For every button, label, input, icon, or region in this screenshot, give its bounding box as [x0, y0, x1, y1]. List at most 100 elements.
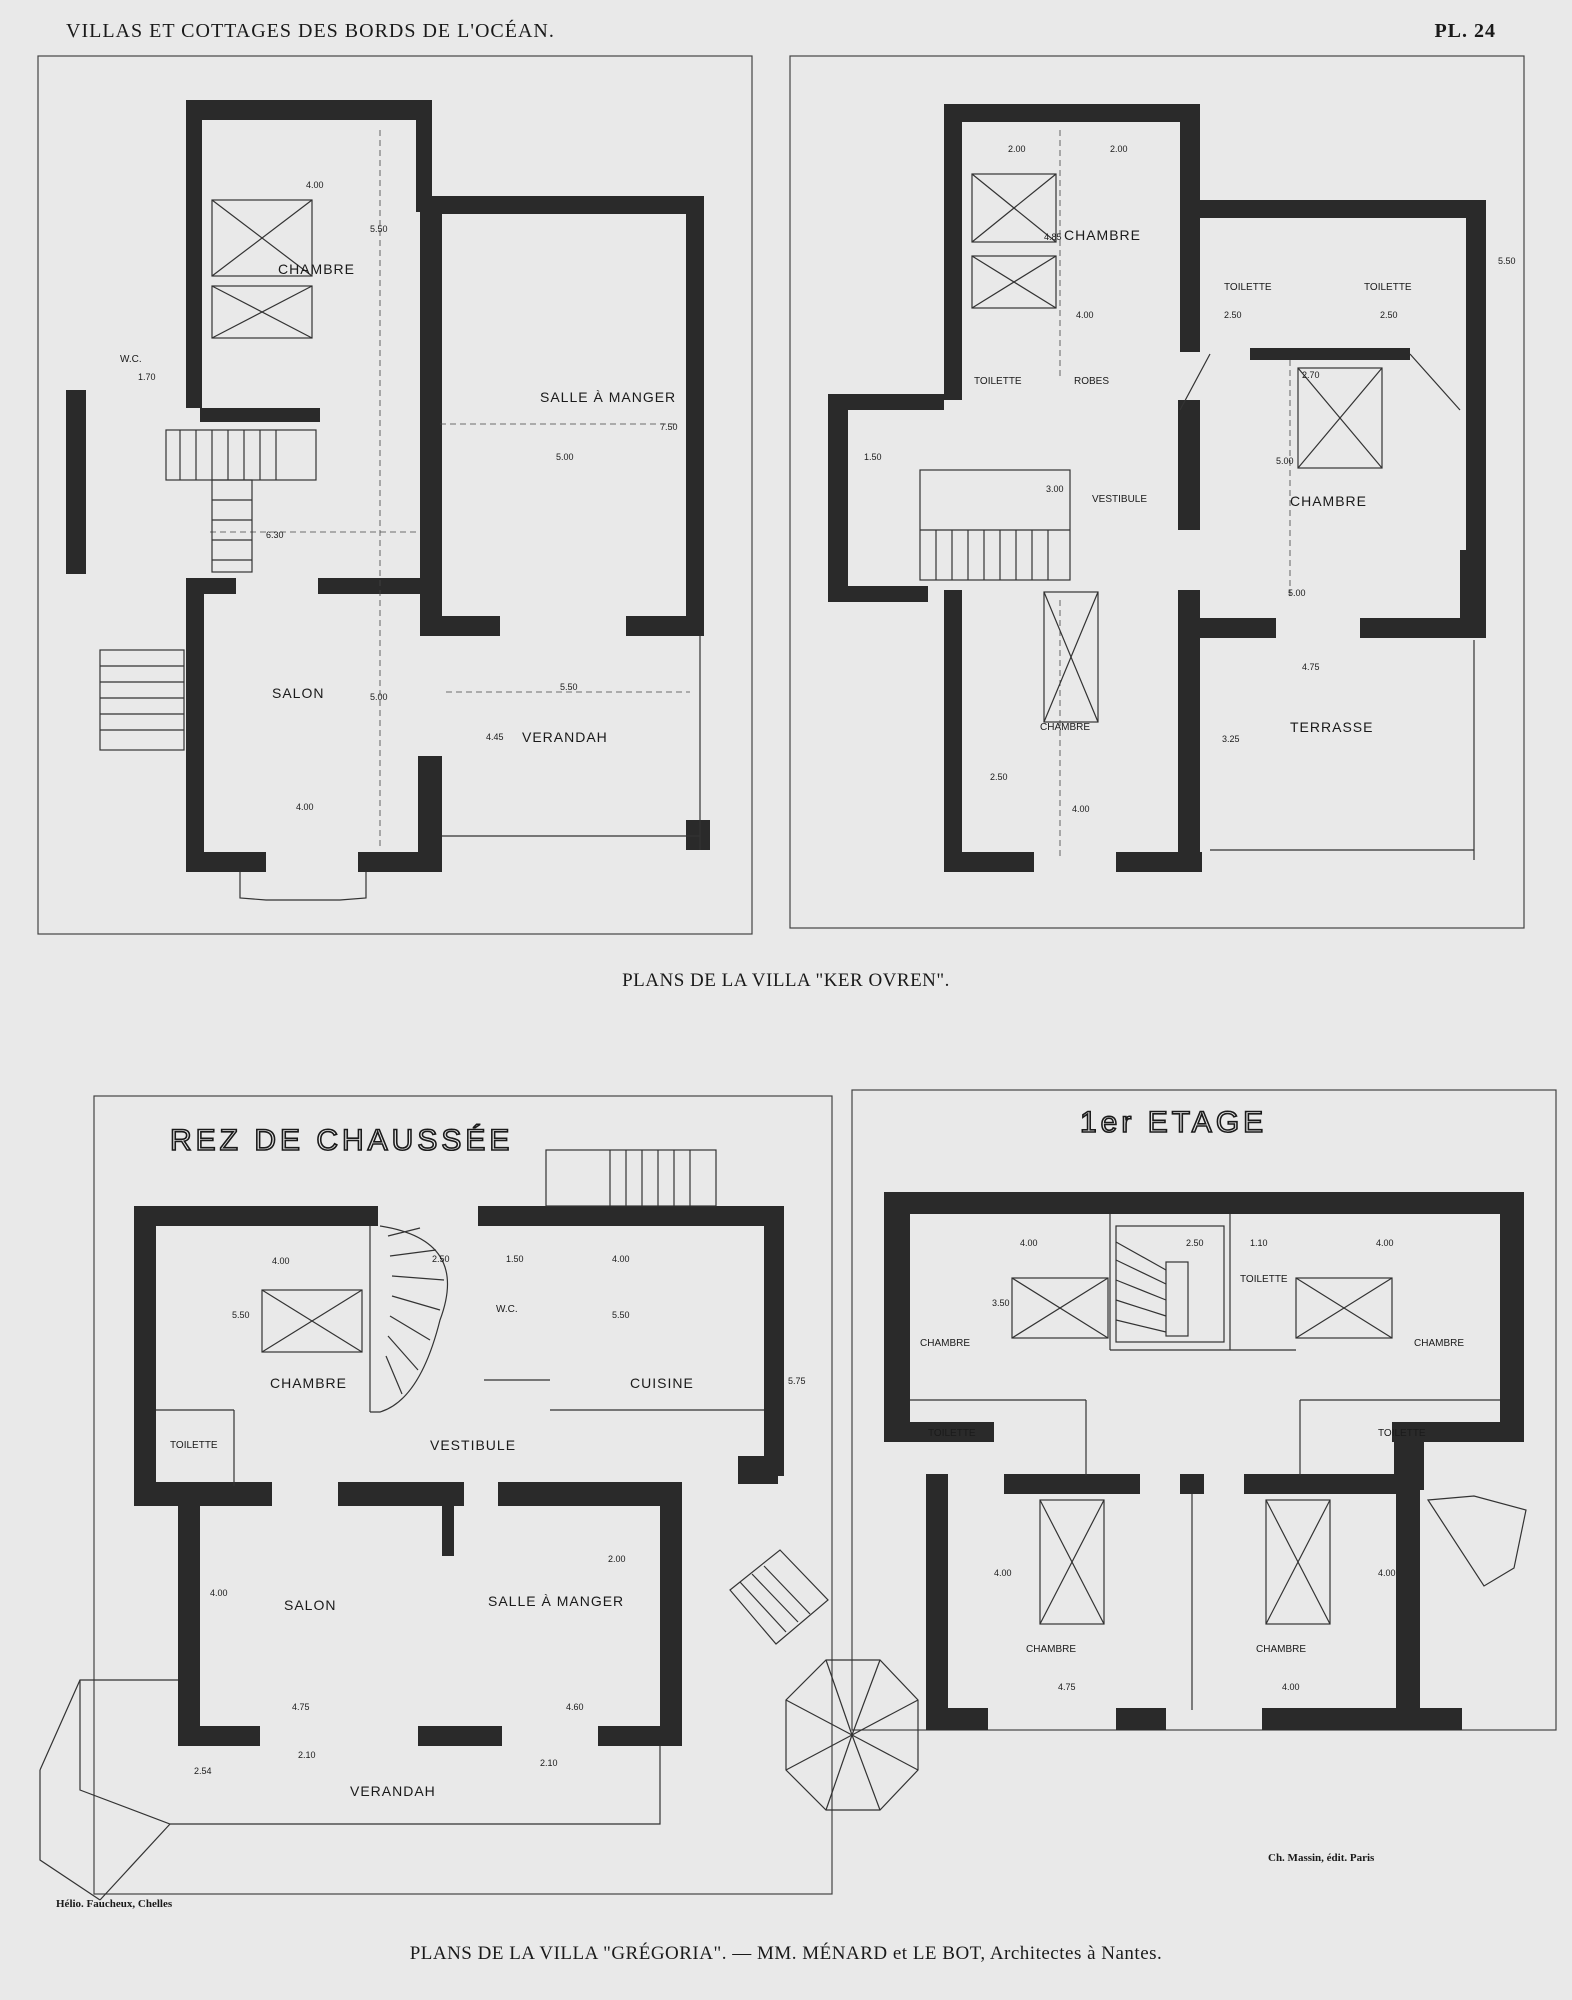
chamfer — [1179, 353, 1211, 411]
dimension: 3.50 — [992, 1298, 1010, 1308]
dimension: 5.50 — [560, 682, 578, 692]
wall — [1180, 104, 1200, 352]
wall — [1196, 618, 1276, 638]
gregoria-caption: PLANS DE LA VILLA "GRÉGORIA". — MM. MÉNA… — [409, 1943, 1163, 1964]
wall — [944, 104, 1198, 122]
ker-ovren-caption: PLANS DE LA VILLA "KER OVREN". — [622, 970, 950, 991]
dimension: 2.50 — [432, 1254, 450, 1264]
dimension: 2.50 — [1186, 1238, 1204, 1248]
room-label: W.C. — [496, 1304, 518, 1315]
dimension: 4.00 — [1072, 804, 1090, 814]
dimension: 4.00 — [1020, 1238, 1038, 1248]
wall — [1200, 200, 1486, 218]
plan-title: 1er ETAGE — [1080, 1106, 1267, 1139]
dimension: 2.00 — [608, 1554, 626, 1564]
bed-marker — [211, 199, 313, 339]
dimension: 5.00 — [1276, 456, 1294, 466]
dimension: 2.10 — [298, 1750, 316, 1760]
plate-series-title: VILLAS ET COTTAGES DES BORDS DE L'OCÉAN. — [66, 20, 555, 42]
dimension: 4.45 — [486, 732, 504, 742]
room-label: VERANDAH — [522, 729, 608, 745]
verandah-outline — [99, 1823, 171, 1901]
dimension: 5.50 — [612, 1310, 630, 1320]
room-label: SALLE À MANGER — [488, 1593, 624, 1609]
room-label: CUISINE — [630, 1375, 694, 1391]
staircase — [370, 1149, 829, 1645]
room-label: CHAMBRE — [1040, 722, 1090, 733]
room-label: CHAMBRE — [1414, 1338, 1464, 1349]
wall — [764, 1206, 784, 1476]
dimension: 2.50 — [990, 772, 1008, 782]
wall — [626, 616, 704, 636]
wall — [660, 1494, 682, 1746]
wall — [186, 852, 266, 872]
wall — [418, 756, 442, 872]
plan-frame — [37, 55, 753, 935]
wall — [478, 1206, 782, 1226]
wall — [944, 852, 1034, 872]
plan-frame — [93, 1095, 833, 1895]
wall — [1394, 1430, 1424, 1490]
wall — [134, 1482, 272, 1506]
room-label: CHAMBRE — [920, 1338, 970, 1349]
room-label: CHAMBRE — [1064, 227, 1141, 243]
dimension: 3.00 — [1046, 484, 1064, 494]
wall — [884, 1422, 994, 1442]
dimension: 4.00 — [272, 1256, 290, 1266]
wall — [1396, 1474, 1420, 1730]
wall — [884, 1192, 1524, 1214]
dimension: 5.00 — [556, 452, 574, 462]
dimension: 1.50 — [864, 452, 882, 462]
rotunda — [785, 1659, 919, 1811]
wall — [828, 394, 944, 410]
wall — [1360, 618, 1486, 638]
dimension: 4.85 — [1044, 232, 1062, 242]
dimension: 4.75 — [1302, 662, 1320, 672]
dimension: 3.25 — [1222, 734, 1240, 744]
wall — [440, 616, 500, 636]
dimension: 7.50 — [660, 422, 678, 432]
wall — [944, 590, 962, 870]
room-label: VERANDAH — [350, 1783, 436, 1799]
room-label: CHAMBRE — [270, 1375, 347, 1391]
dimension: 2.00 — [1008, 144, 1026, 154]
dimension: 4.00 — [612, 1254, 630, 1264]
bed-marker — [971, 173, 1383, 723]
dimension: 4.00 — [306, 180, 324, 190]
room-label: TOILETTE — [974, 376, 1022, 387]
wall — [186, 102, 202, 408]
dimension: 1.10 — [1250, 1238, 1268, 1248]
wall — [318, 578, 440, 594]
dimension: 4.00 — [1282, 1682, 1300, 1692]
wall — [416, 100, 432, 212]
room-label: CHAMBRE — [1026, 1644, 1076, 1655]
room-label: CHAMBRE — [1256, 1644, 1306, 1655]
dimension: 5.00 — [1288, 588, 1306, 598]
room-label: SALON — [284, 1597, 336, 1613]
room-label: CHAMBRE — [278, 261, 355, 277]
wall — [200, 578, 236, 594]
wall — [1460, 550, 1486, 630]
wall — [420, 196, 442, 636]
wall — [66, 390, 86, 574]
room-label: TOILETTE — [928, 1428, 976, 1439]
wall — [1262, 1708, 1462, 1730]
wall — [686, 820, 710, 850]
dimension: 5.50 — [1498, 256, 1516, 266]
dimension: 4.60 — [566, 1702, 584, 1712]
verandah-outline — [39, 1679, 178, 1771]
dimension: 5.50 — [370, 224, 388, 234]
wall — [828, 394, 848, 602]
dimension: 1.70 — [138, 372, 156, 382]
dimension: 2.54 — [194, 1766, 212, 1776]
staircase — [919, 469, 1071, 581]
room-label: SALLE À MANGER — [540, 389, 676, 405]
publisher-credit: Ch. Massin, édit. Paris — [1268, 1852, 1375, 1864]
wall — [944, 104, 962, 400]
dimension: 4.00 — [210, 1588, 228, 1598]
room-label: TERRASSE — [1290, 719, 1373, 735]
room-label: TOILETTE — [170, 1440, 218, 1451]
bay-window — [239, 872, 367, 901]
gregoria-ground-plan: REZ DE CHAUSSÉE — [39, 1095, 833, 1901]
